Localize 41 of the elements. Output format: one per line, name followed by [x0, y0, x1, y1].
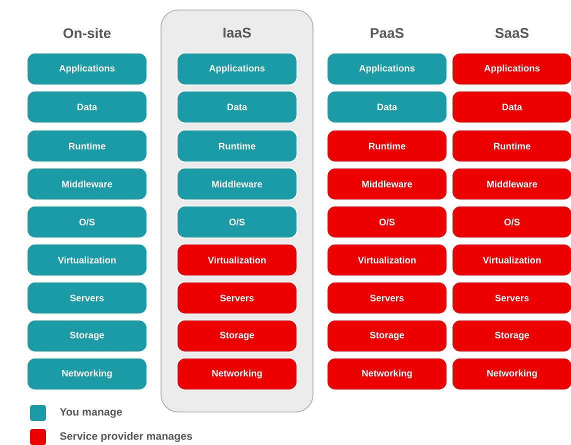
layer-box: O/S — [176, 205, 298, 239]
layer-box: O/S — [326, 205, 448, 239]
layer-box: Virtualization — [176, 243, 298, 277]
layer-box: Storage — [451, 319, 571, 353]
layer-box: Networking — [326, 357, 448, 391]
column-heading: PaaS — [370, 28, 404, 38]
layer-box: Virtualization — [451, 243, 571, 277]
layer-box: Data — [26, 90, 148, 124]
layer-box: O/S — [451, 205, 571, 239]
layer-box: Data — [326, 90, 448, 124]
layer-box: Networking — [26, 357, 148, 391]
layer-box: Servers — [326, 281, 448, 315]
layer-box: Runtime — [451, 129, 571, 163]
layer-box: Middleware — [176, 167, 298, 201]
layer-box: Virtualization — [26, 243, 148, 277]
layer-box: Applications — [176, 52, 298, 86]
layer-box: Middleware — [451, 167, 571, 201]
layer-box: O/S — [26, 205, 148, 239]
layer-box: Runtime — [176, 129, 298, 163]
layer-box: Storage — [326, 319, 448, 353]
layer-box: Networking — [176, 357, 298, 391]
legend-text: You manage — [60, 408, 122, 418]
layer-box: Runtime — [26, 129, 148, 163]
layer-box: Applications — [451, 52, 571, 86]
column-heading: On-site — [63, 28, 111, 38]
layer-box: Servers — [451, 281, 571, 315]
legend-text: Service provider manages — [60, 432, 192, 442]
layer-box: Data — [451, 90, 571, 124]
layer-box: Data — [176, 90, 298, 124]
layer-box: Storage — [176, 319, 298, 353]
layer-box: Middleware — [26, 167, 148, 201]
layer-box: Applications — [26, 52, 148, 86]
column-heading: SaaS — [495, 28, 529, 38]
layer-box: Virtualization — [326, 243, 448, 277]
layer-box: Applications — [326, 52, 448, 86]
layer-box: Servers — [176, 281, 298, 315]
layer-box: Runtime — [326, 129, 448, 163]
layer-box: Networking — [451, 357, 571, 391]
layer-box: Servers — [26, 281, 148, 315]
layer-box: Storage — [26, 319, 148, 353]
layer-box: Middleware — [326, 167, 448, 201]
